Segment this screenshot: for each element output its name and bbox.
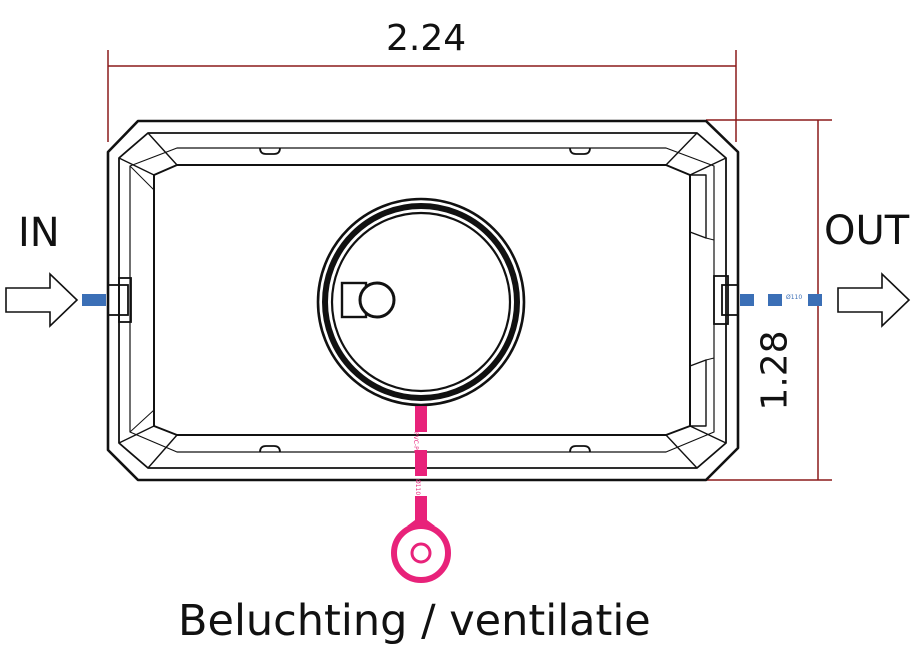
inlet-pipe bbox=[82, 294, 106, 306]
width-dimension-label: 2.24 bbox=[386, 18, 467, 59]
ventilation-pipe bbox=[407, 406, 435, 526]
outlet-pipe bbox=[740, 294, 822, 306]
outlet-label: OUT bbox=[824, 208, 910, 254]
inlet-arrow-icon bbox=[5, 272, 79, 328]
height-dimension-label: 1.28 bbox=[754, 330, 796, 411]
outlet-arrow-icon bbox=[837, 272, 911, 328]
vent-material-tag: PVC-PE bbox=[412, 432, 419, 454]
inlet-stub bbox=[107, 277, 132, 323]
outlet-diameter-tag: Ø110 bbox=[786, 294, 803, 301]
manhole bbox=[316, 197, 526, 407]
width-dimension bbox=[107, 50, 737, 142]
ventilation-cap-icon bbox=[391, 523, 451, 583]
tank-outline bbox=[106, 119, 740, 482]
vent-diameter-tag: Ø110 bbox=[414, 479, 421, 496]
inlet-label: IN bbox=[18, 210, 60, 256]
outlet-stub bbox=[713, 275, 739, 325]
ventilation-caption: Beluchting / ventilatie bbox=[178, 596, 651, 646]
lifting-lugs bbox=[259, 147, 591, 453]
